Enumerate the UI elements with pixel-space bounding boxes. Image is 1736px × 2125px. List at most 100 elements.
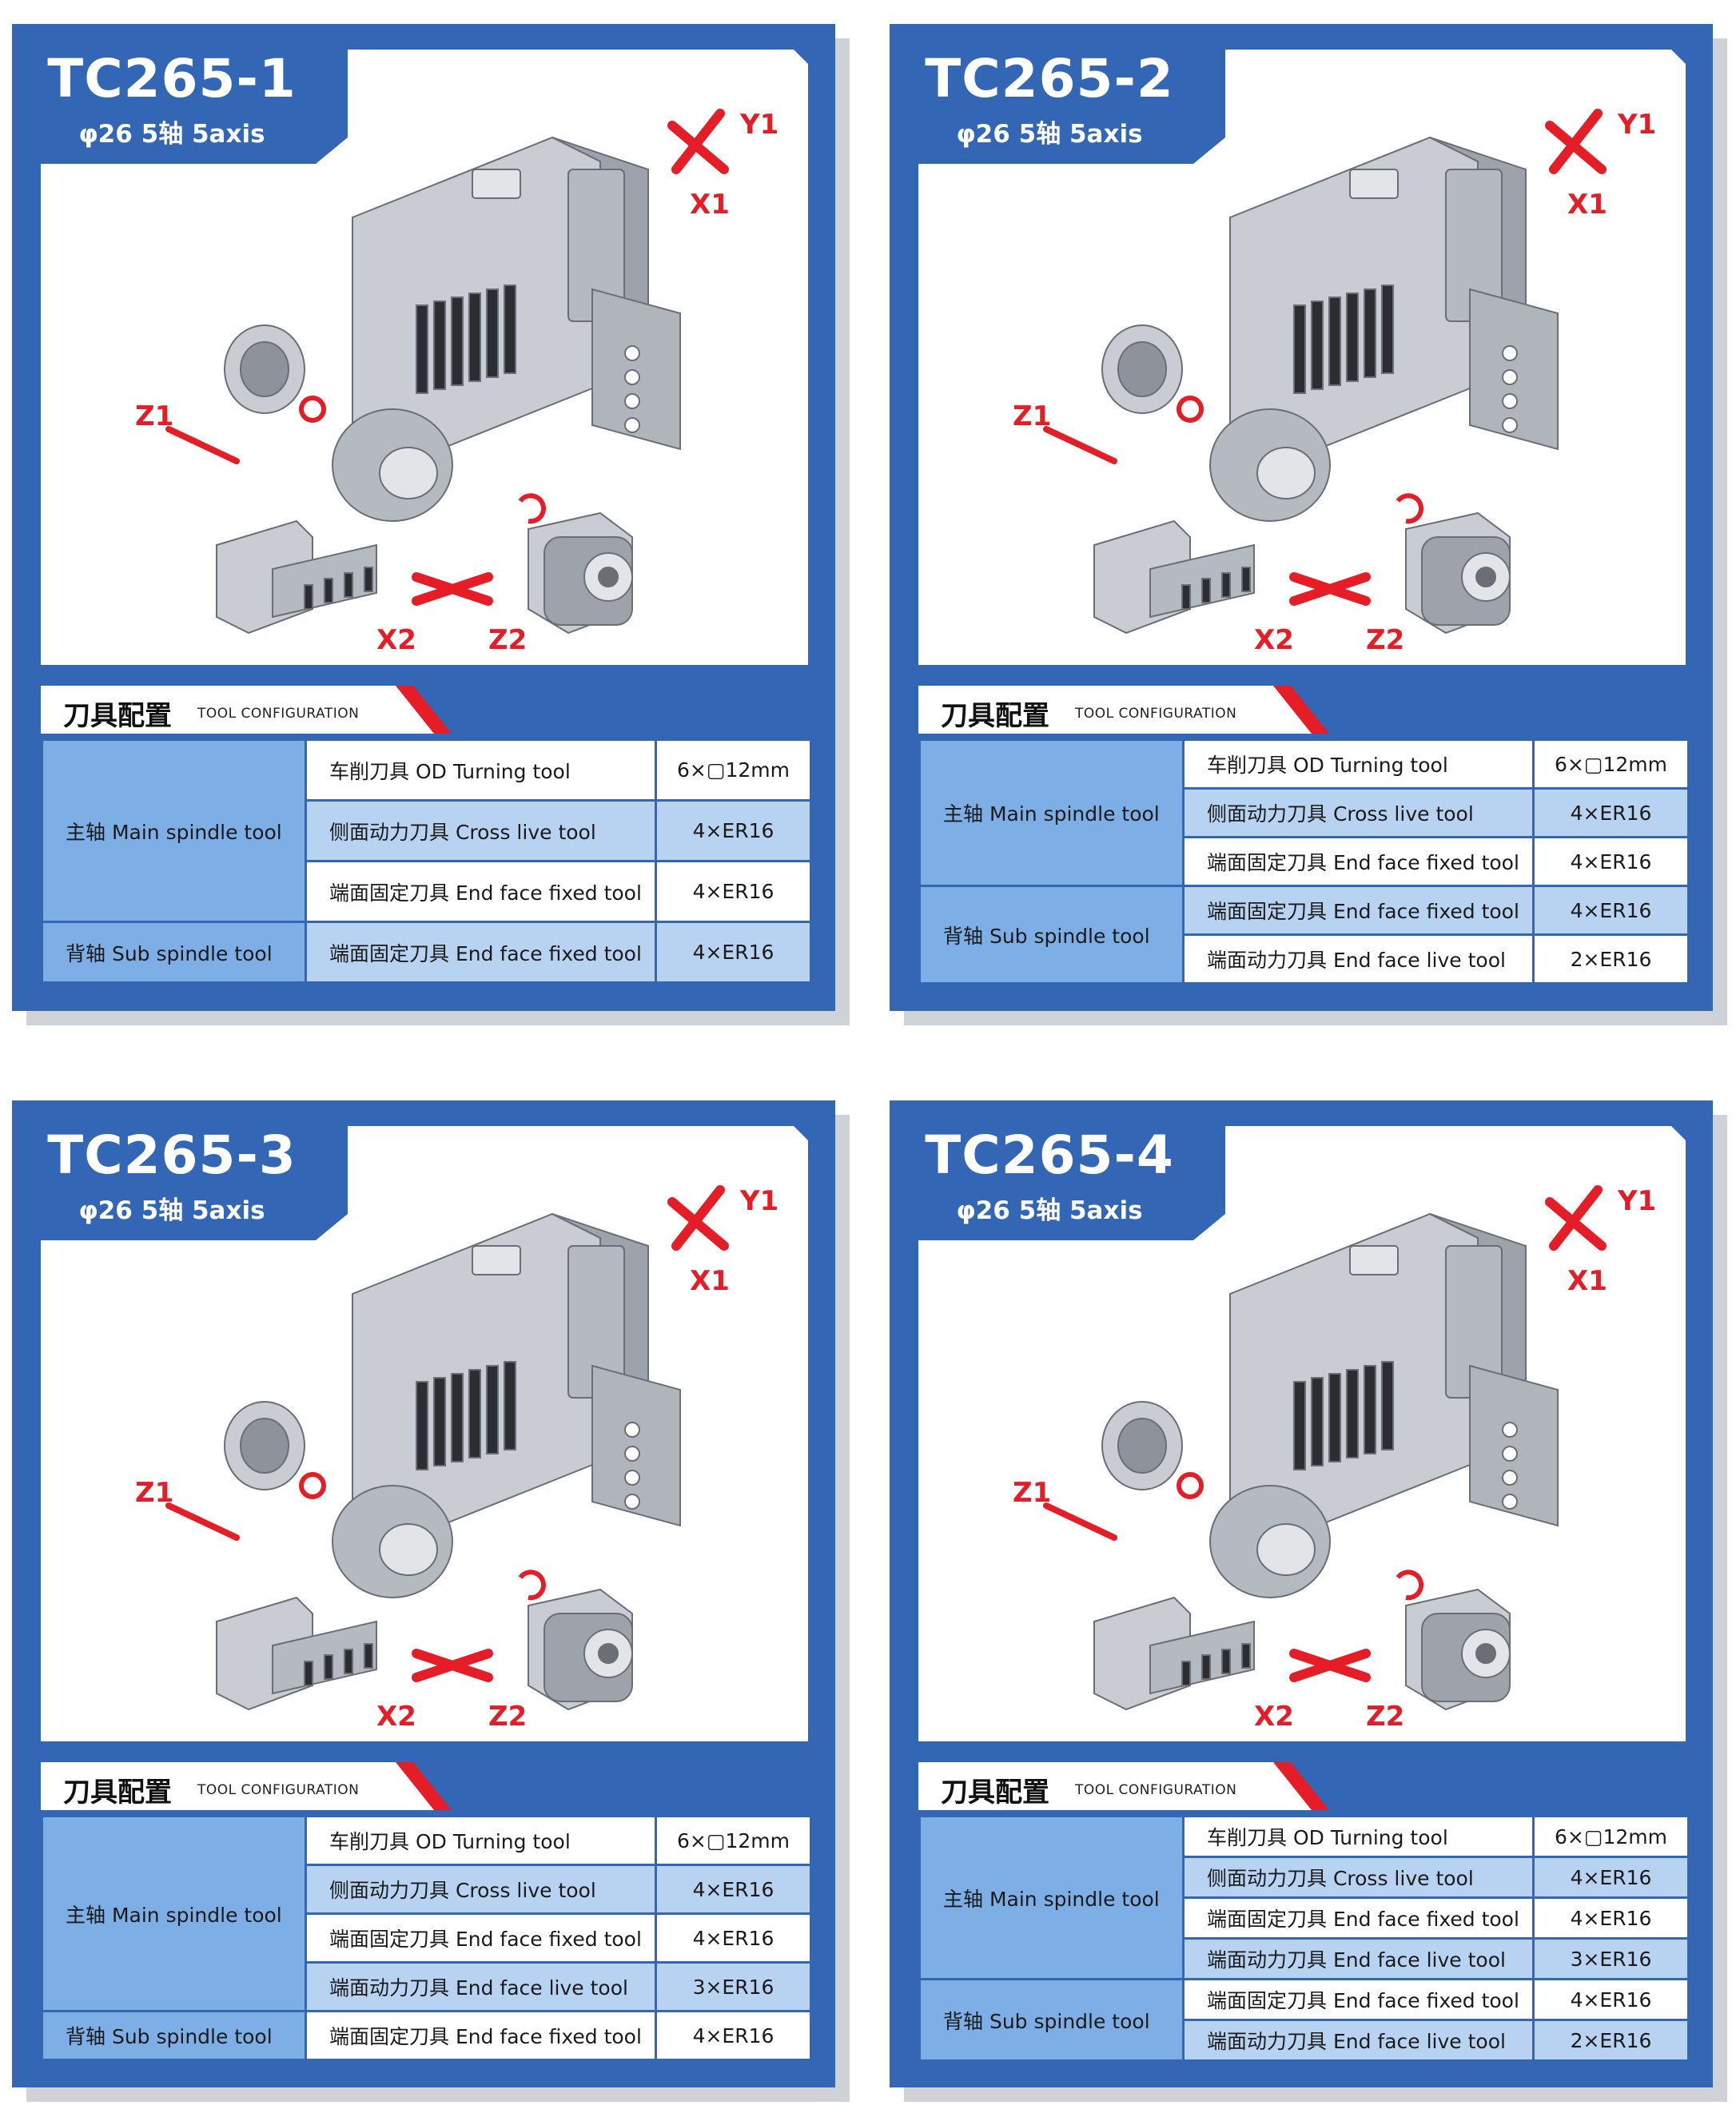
- tool-name: 端面动力刀具 End face live tool: [1182, 933, 1535, 985]
- model-card: Y1 X1 Z1 X2 Z2 TC265-3 φ26 5轴 5axis 刀具配置…: [12, 1100, 835, 2087]
- axis-x2-z2-arrows: [412, 572, 493, 606]
- tool-quantity: 4×ER16: [1532, 885, 1690, 936]
- model-card: Y1 X1 Z1 X2 Z2 TC265-1 φ26 5轴 5axis 刀具配置…: [12, 24, 835, 1011]
- model-name: TC265-4: [925, 1124, 1174, 1186]
- main-spindle-icon: [1101, 1401, 1331, 1598]
- spindle-category: 背轴 Sub spindle tool: [918, 1978, 1185, 2062]
- tool-name: 侧面动力刀具 Cross live tool: [1182, 1856, 1535, 1899]
- tool-quantity: 4×ER16: [655, 921, 812, 984]
- sub-spindle-icon: [1396, 493, 1511, 635]
- model-card: Y1 X1 Z1 X2 Z2 TC265-4 φ26 5轴 5axis 刀具配置…: [890, 1100, 1713, 2087]
- tool-config-header: 刀具配置 TOOL CONFIGURATION: [918, 686, 1318, 734]
- model-subtitle: φ26 5轴 5axis: [956, 120, 1143, 149]
- axis-z1-arrow: [1043, 1502, 1117, 1541]
- axis-label-y1: Y1: [739, 1185, 778, 1217]
- axis-x2-z2-arrows: [1289, 572, 1371, 606]
- machine-illustration: Y1 X1 Z1 X2 Z2: [1013, 109, 1656, 656]
- main-spindle-icon: [224, 1401, 453, 1598]
- tool-name: 车削刀具 OD Turning tool: [1182, 738, 1535, 790]
- axis-label-x2: X2: [1254, 624, 1294, 656]
- axis-label-y1: Y1: [1617, 1185, 1656, 1217]
- tool-quantity: 4×ER16: [1532, 787, 1690, 838]
- axis-label-z1: Z1: [1013, 400, 1051, 432]
- axis-label-z1: Z1: [135, 400, 173, 432]
- sub-spindle-icon: [1396, 1570, 1511, 1711]
- tool-name: 端面固定刀具 End face fixed tool: [305, 2010, 657, 2061]
- tool-config-title-cn: 刀具配置: [941, 1777, 1049, 1809]
- tool-config-header: 刀具配置 TOOL CONFIGURATION: [41, 686, 440, 734]
- machine-diagram-panel: Y1 X1 Z1 X2 Z2: [918, 1126, 1686, 1741]
- tool-config-title-cn: 刀具配置: [63, 1777, 172, 1809]
- axis-z1-arrow: [1043, 426, 1117, 464]
- axis-label-z2: Z2: [1366, 624, 1404, 656]
- tool-config-title-en: TOOL CONFIGURATION: [1075, 1782, 1237, 1798]
- tool-name: 端面固定刀具 End face fixed tool: [305, 921, 657, 984]
- back-tool-block-icon: [216, 519, 377, 635]
- tool-name: 端面动力刀具 End face live tool: [1182, 2019, 1535, 2062]
- axis-label-x2: X2: [376, 1701, 416, 1733]
- tool-quantity: 4×ER16: [655, 2010, 812, 2061]
- back-tool-block-icon: [216, 1596, 377, 1711]
- turret-machine-icon: [352, 136, 681, 467]
- axis-label-y1: Y1: [739, 109, 778, 141]
- tool-quantity: 6×▢12mm: [655, 738, 812, 802]
- tool-quantity: 3×ER16: [655, 1961, 812, 2012]
- model-title-tab: TC265-4 φ26 5轴 5axis: [890, 1100, 1225, 1240]
- tool-config-header: 刀具配置 TOOL CONFIGURATION: [41, 1762, 440, 1810]
- axis-label-x1: X1: [1567, 1265, 1607, 1297]
- tool-config-title-en: TOOL CONFIGURATION: [1075, 706, 1237, 722]
- tool-quantity: 4×ER16: [1532, 1978, 1690, 2021]
- axis-x2-z2-arrows: [1289, 1649, 1371, 1682]
- machine-illustration: Y1 X1 Z1 X2 Z2: [1013, 1185, 1656, 1733]
- main-spindle-icon: [224, 324, 453, 522]
- model-title-tab: TC265-2 φ26 5轴 5axis: [890, 24, 1225, 164]
- tool-quantity: 6×▢12mm: [1532, 1815, 1690, 1858]
- tool-config-title-en: TOOL CONFIGURATION: [197, 1782, 360, 1798]
- tool-quantity: 4×ER16: [655, 860, 812, 923]
- model-name: TC265-3: [47, 1124, 297, 1186]
- tool-quantity: 4×ER16: [655, 799, 812, 862]
- axis-label-y1: Y1: [1617, 109, 1656, 141]
- turret-machine-icon: [1229, 136, 1559, 467]
- tool-quantity: 4×ER16: [1532, 1856, 1690, 1899]
- axis-label-z1: Z1: [1013, 1477, 1051, 1509]
- tool-name: 车削刀具 OD Turning tool: [305, 1815, 657, 1866]
- tool-quantity: 6×▢12mm: [1532, 738, 1690, 790]
- back-tool-block-icon: [1093, 519, 1255, 635]
- spindle-category: 背轴 Sub spindle tool: [41, 2010, 307, 2061]
- model-subtitle: φ26 5轴 5axis: [78, 120, 265, 149]
- tool-quantity: 4×ER16: [655, 1912, 812, 1964]
- axis-label-z1: Z1: [135, 1477, 173, 1509]
- axis-x1-y1-arrows: [667, 109, 729, 174]
- axis-label-z2: Z2: [1366, 1701, 1404, 1733]
- tool-name: 端面固定刀具 End face fixed tool: [1182, 1896, 1535, 1940]
- turret-machine-icon: [352, 1212, 681, 1543]
- tool-name: 车削刀具 OD Turning tool: [1182, 1815, 1535, 1858]
- machine-illustration: Y1 X1 Z1 X2 Z2: [135, 1185, 778, 1733]
- model-card: Y1 X1 Z1 X2 Z2 TC265-2 φ26 5轴 5axis 刀具配置…: [890, 24, 1713, 1011]
- tool-name: 车削刀具 OD Turning tool: [305, 738, 657, 802]
- tool-quantity: 4×ER16: [1532, 836, 1690, 887]
- tool-name: 侧面动力刀具 Cross live tool: [305, 1864, 657, 1915]
- spindle-category: 主轴 Main spindle tool: [41, 1815, 307, 2012]
- sub-spindle-icon: [518, 493, 633, 635]
- axis-label-z2: Z2: [488, 1701, 527, 1733]
- tool-config-header: 刀具配置 TOOL CONFIGURATION: [918, 1762, 1318, 1810]
- sub-spindle-icon: [518, 1570, 633, 1711]
- tool-name: 端面固定刀具 End face fixed tool: [1182, 836, 1535, 887]
- model-name: TC265-1: [47, 48, 297, 109]
